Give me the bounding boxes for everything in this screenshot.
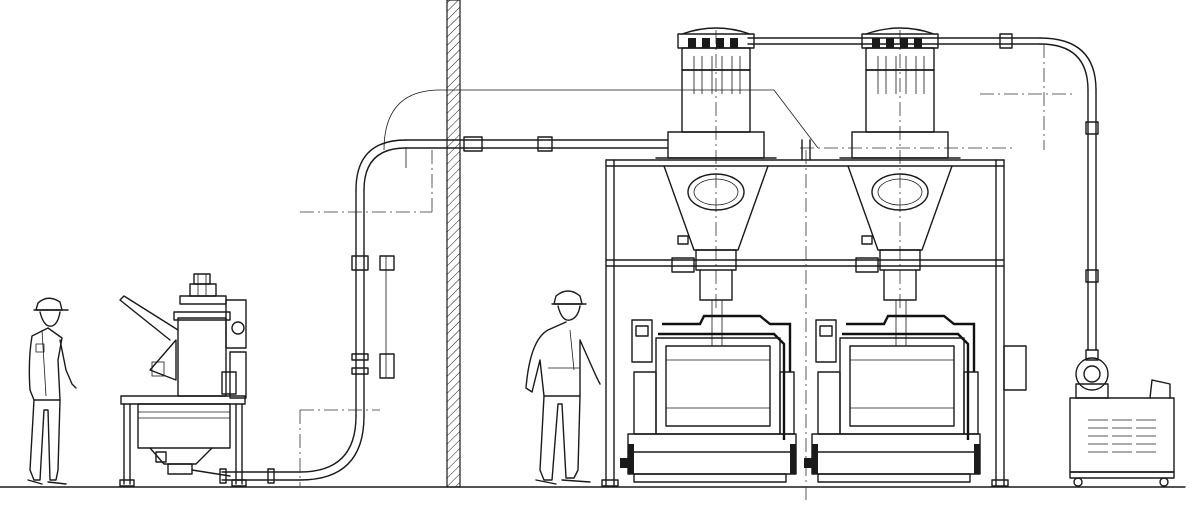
mixer-2 [804, 300, 981, 483]
bag-dump-station [119, 273, 247, 487]
cyclone-receiver-1 [655, 27, 777, 301]
building-column [446, 0, 461, 488]
centerlines [299, 30, 1076, 500]
vacuum-blower-unit [1069, 349, 1175, 487]
operator-center [525, 290, 601, 485]
vacuum-line [747, 33, 1099, 351]
mixer-1 [620, 300, 797, 483]
operator-left [27, 297, 77, 485]
conveying-pipe [219, 89, 819, 484]
cyclone-receiver-2 [839, 27, 961, 301]
